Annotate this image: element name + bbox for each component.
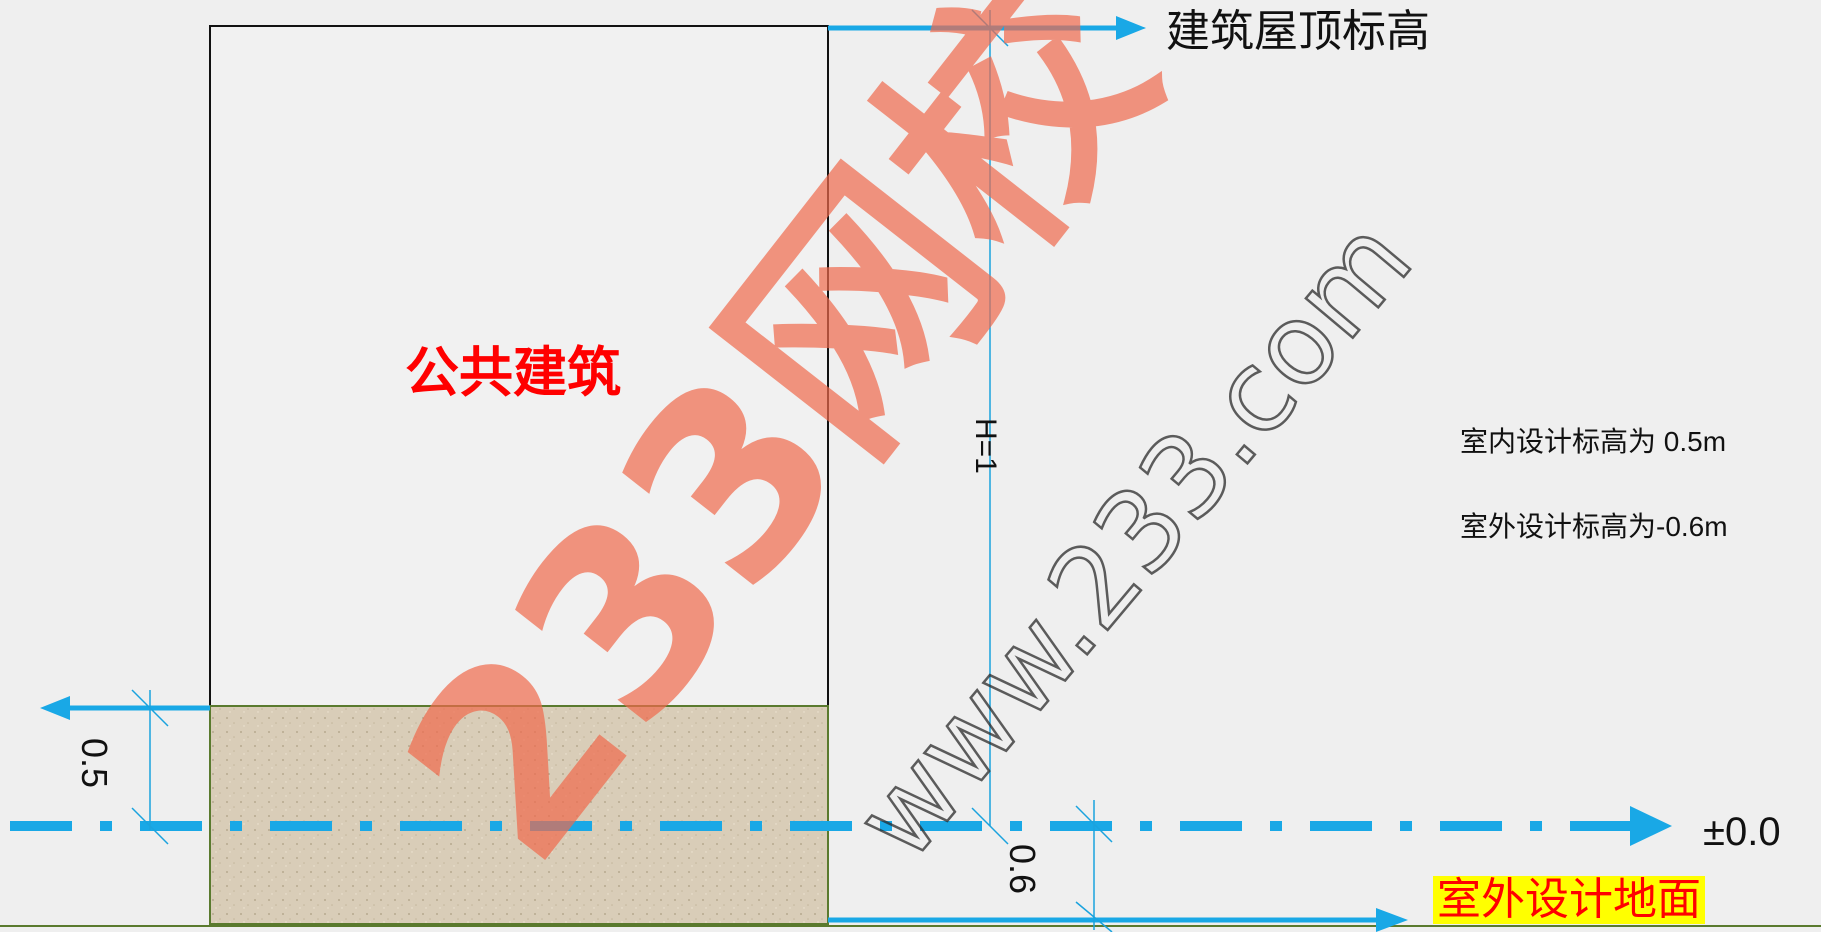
zero-elevation-arrow-head xyxy=(1630,806,1672,846)
roof-elevation-label: 建筑屋顶标高 xyxy=(1166,7,1430,56)
zero-elevation-label: ±0.0 xyxy=(1703,810,1781,854)
indoor-dim-tick-bottom xyxy=(131,807,169,845)
roof-arrow-head xyxy=(1116,16,1146,40)
outdoor-dimension-label: 0.6 xyxy=(1002,844,1043,895)
outdoor-ground-arrow-head xyxy=(1376,908,1408,932)
building-plinth xyxy=(209,705,829,925)
outdoor-dim-tick-bottom xyxy=(1075,901,1113,932)
indoor-dimension-label: 0.5 xyxy=(74,738,115,789)
height-dim-tick-top xyxy=(971,9,1009,47)
outdoor-dim-tick-top xyxy=(1075,805,1113,843)
height-dim-tick-bottom xyxy=(971,807,1009,845)
indoor-level-arrow-head xyxy=(40,696,70,720)
indoor-dim-tick-top xyxy=(131,689,169,727)
height-dimension-label: H=1 xyxy=(969,418,1002,474)
outdoor-ground-label: 室外设计地面 xyxy=(1433,876,1705,924)
building-title: 公共建筑 xyxy=(405,343,621,403)
building-outline xyxy=(209,25,829,707)
note-indoor-elevation: 室内设计标高为 0.5m xyxy=(1460,426,1727,457)
note-outdoor-elevation: 室外设计标高为-0.6m xyxy=(1460,511,1728,542)
